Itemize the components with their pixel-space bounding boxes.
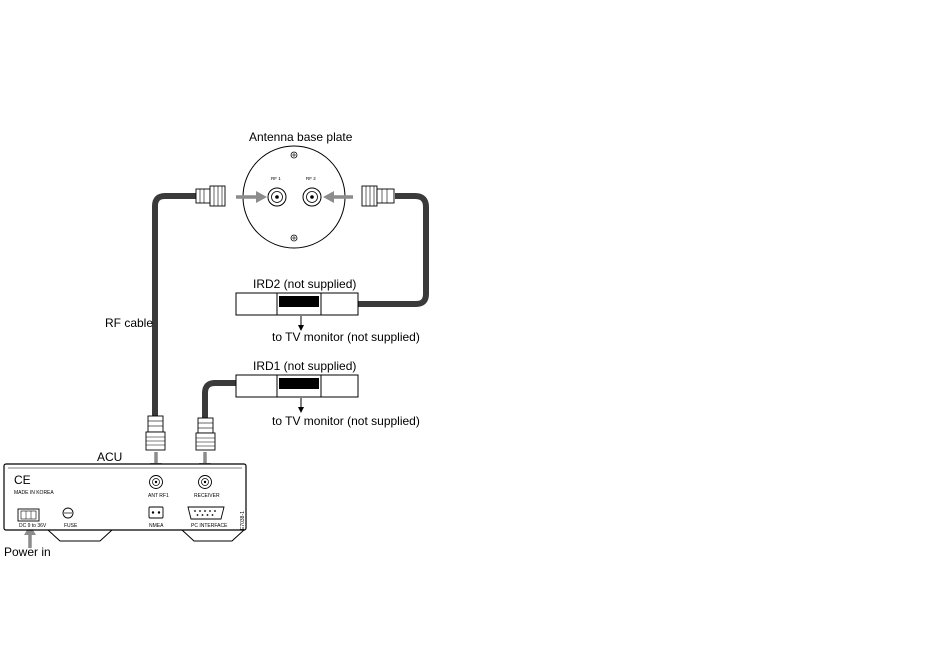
doc-code-label: E7038-1 <box>240 511 246 530</box>
ird2-cable <box>358 196 426 304</box>
ce-mark: CE <box>14 473 31 487</box>
receiver-label: RECEIVER <box>194 493 220 499</box>
rf1-label: RF 1 <box>271 176 281 181</box>
screw-icon <box>291 152 297 158</box>
arrow-down-icon <box>298 316 304 331</box>
ant-rf1-plug-icon <box>146 416 165 450</box>
ird2-receiver: IRD2 (not supplied) to TV monitor (not s… <box>236 277 420 344</box>
nmea-label: NMEA <box>149 523 164 529</box>
screw-icon <box>291 235 297 241</box>
rf-cable-label: RF cable <box>105 316 153 330</box>
ird1-receiver: IRD1 (not supplied) to TV monitor (not s… <box>236 359 420 428</box>
arrow-down-icon <box>298 398 304 413</box>
fuse-label: FUSE <box>64 523 78 529</box>
rf-cable <box>155 196 196 416</box>
rf2-label: RF 2 <box>306 176 316 181</box>
receiver-plug-icon <box>196 418 215 450</box>
rf1-plug-icon <box>196 186 225 206</box>
acu-unit: ACU CE MADE IN KOREA ANT RF1 RECEIVER <box>4 450 246 541</box>
antenna-base-plate-label: Antenna base plate <box>249 130 353 144</box>
ant-rf1-label: ANT RF1 <box>148 493 169 499</box>
pc-interface-label: PC INTERFACE <box>191 523 228 529</box>
dc-input-label: DC 9 to 36V <box>19 523 47 529</box>
ird2-label: IRD2 (not supplied) <box>253 277 356 291</box>
ird1-cable <box>205 383 236 420</box>
ird1-tv-label: to TV monitor (not supplied) <box>272 414 420 428</box>
nmea-port: NMEA <box>149 507 164 529</box>
rf2-plug-icon <box>362 186 394 206</box>
antenna-base-plate: Antenna base plate RF 1 RF 2 <box>243 130 353 248</box>
power-in-label: Power in <box>4 545 51 559</box>
ird2-tv-label: to TV monitor (not supplied) <box>272 330 420 344</box>
acu-label: ACU <box>97 450 122 464</box>
made-in-label: MADE IN KOREA <box>14 490 54 496</box>
ird1-label: IRD1 (not supplied) <box>253 359 356 373</box>
